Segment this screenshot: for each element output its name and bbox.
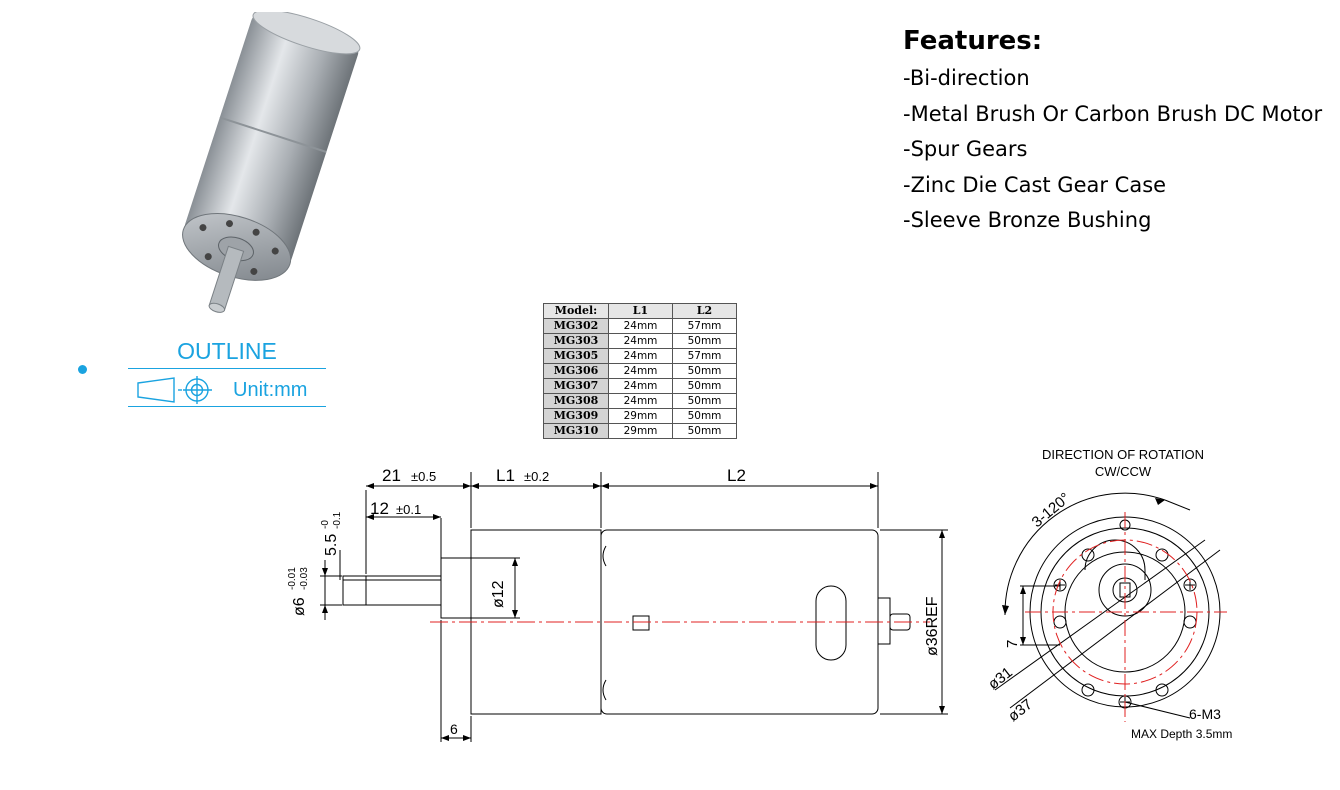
tol-12: ±0.1	[396, 502, 421, 517]
col-header-l1: L1	[608, 303, 673, 319]
tol-l1: ±0.2	[524, 469, 549, 484]
projection-symbol-icon	[137, 376, 212, 404]
tol-6-top: -0.01	[287, 567, 298, 590]
dim-l1: L1	[496, 466, 515, 485]
tol-21: ±0.5	[411, 469, 436, 484]
cell-model: MG303	[543, 333, 609, 349]
cell-l2: 50mm	[672, 423, 737, 439]
feature-item: -Bi-direction	[903, 66, 1030, 90]
cell-model: MG310	[543, 423, 609, 439]
dim-6-shaft: ø6	[291, 597, 308, 616]
cell-l1: 24mm	[608, 363, 673, 379]
cell-l2: 50mm	[672, 363, 737, 379]
end-view-drawing: DIRECTION OF ROTATION CW/CCW	[985, 447, 1232, 741]
cell-l1: 24mm	[608, 378, 673, 394]
dim-5-5: 5.5	[323, 534, 340, 556]
features-list: -Bi-direction -Metal Brush Or Carbon Bru…	[903, 64, 1322, 242]
cell-l2: 57mm	[672, 348, 737, 364]
cell-l2: 50mm	[672, 408, 737, 424]
cell-l1: 24mm	[608, 333, 673, 349]
cell-l1: 24mm	[608, 348, 673, 364]
rotation-title: DIRECTION OF ROTATION	[1042, 447, 1204, 462]
feature-item: -Metal Brush Or Carbon Brush DC Motor	[903, 101, 1323, 126]
dim-21: 21	[382, 466, 401, 485]
dim-6-bottom: 6	[450, 721, 458, 737]
feature-item: -Spur Gears	[903, 137, 1028, 161]
col-header-model: Model:	[543, 303, 609, 319]
side-view-drawing: 21 ±0.5 L1 ±0.2 L2 12 ±0.1 ø12 ø36REF 6 …	[287, 466, 948, 742]
rotation-subtitle: CW/CCW	[1095, 464, 1152, 479]
unit-label: Unit:mm	[233, 379, 308, 401]
tol-5-5-top: -0	[320, 520, 331, 529]
depth-label: MAX Depth 3.5mm	[1131, 727, 1232, 741]
motor-photo	[182, 12, 361, 313]
holes-label: 6-M3	[1189, 706, 1221, 722]
cell-model: MG302	[543, 318, 609, 334]
dia-36-label: ø36REF	[924, 596, 941, 656]
feature-item: -Sleeve Bronze Bushing	[903, 208, 1152, 232]
cell-l2: 50mm	[672, 393, 737, 409]
outline-title: OUTLINE	[177, 338, 277, 364]
cell-model: MG308	[543, 393, 609, 409]
cell-l1: 24mm	[608, 318, 673, 334]
angle-label: 3-120°	[1029, 490, 1074, 532]
cell-model: MG309	[543, 408, 609, 424]
tol-5-5-bottom: -0.1	[332, 511, 343, 529]
cell-l2: 50mm	[672, 378, 737, 394]
cell-l1: 24mm	[608, 393, 673, 409]
dia-31: ø31	[985, 664, 1016, 693]
cell-l2: 57mm	[672, 318, 737, 334]
cell-l1: 29mm	[608, 423, 673, 439]
cell-l1: 29mm	[608, 408, 673, 424]
cell-model: MG305	[543, 348, 609, 364]
divider	[128, 406, 326, 407]
dia-12-label: ø12	[490, 580, 507, 608]
feature-item: -Zinc Die Cast Gear Case	[903, 172, 1167, 197]
cell-model: MG306	[543, 363, 609, 379]
dim-7: 7	[1004, 640, 1021, 648]
tol-6-bottom: -0.03	[299, 567, 310, 590]
divider	[128, 368, 326, 369]
dim-12: 12	[370, 499, 389, 518]
cell-model: MG307	[543, 378, 609, 394]
features-title: Features:	[903, 26, 1043, 56]
bullet-dot	[78, 365, 87, 374]
cell-l2: 50mm	[672, 333, 737, 349]
dia-37: ø37	[1005, 696, 1036, 725]
table-header-row: Model: L1 L2	[543, 303, 737, 319]
col-header-l2: L2	[672, 303, 737, 319]
dim-l2: L2	[727, 466, 746, 485]
